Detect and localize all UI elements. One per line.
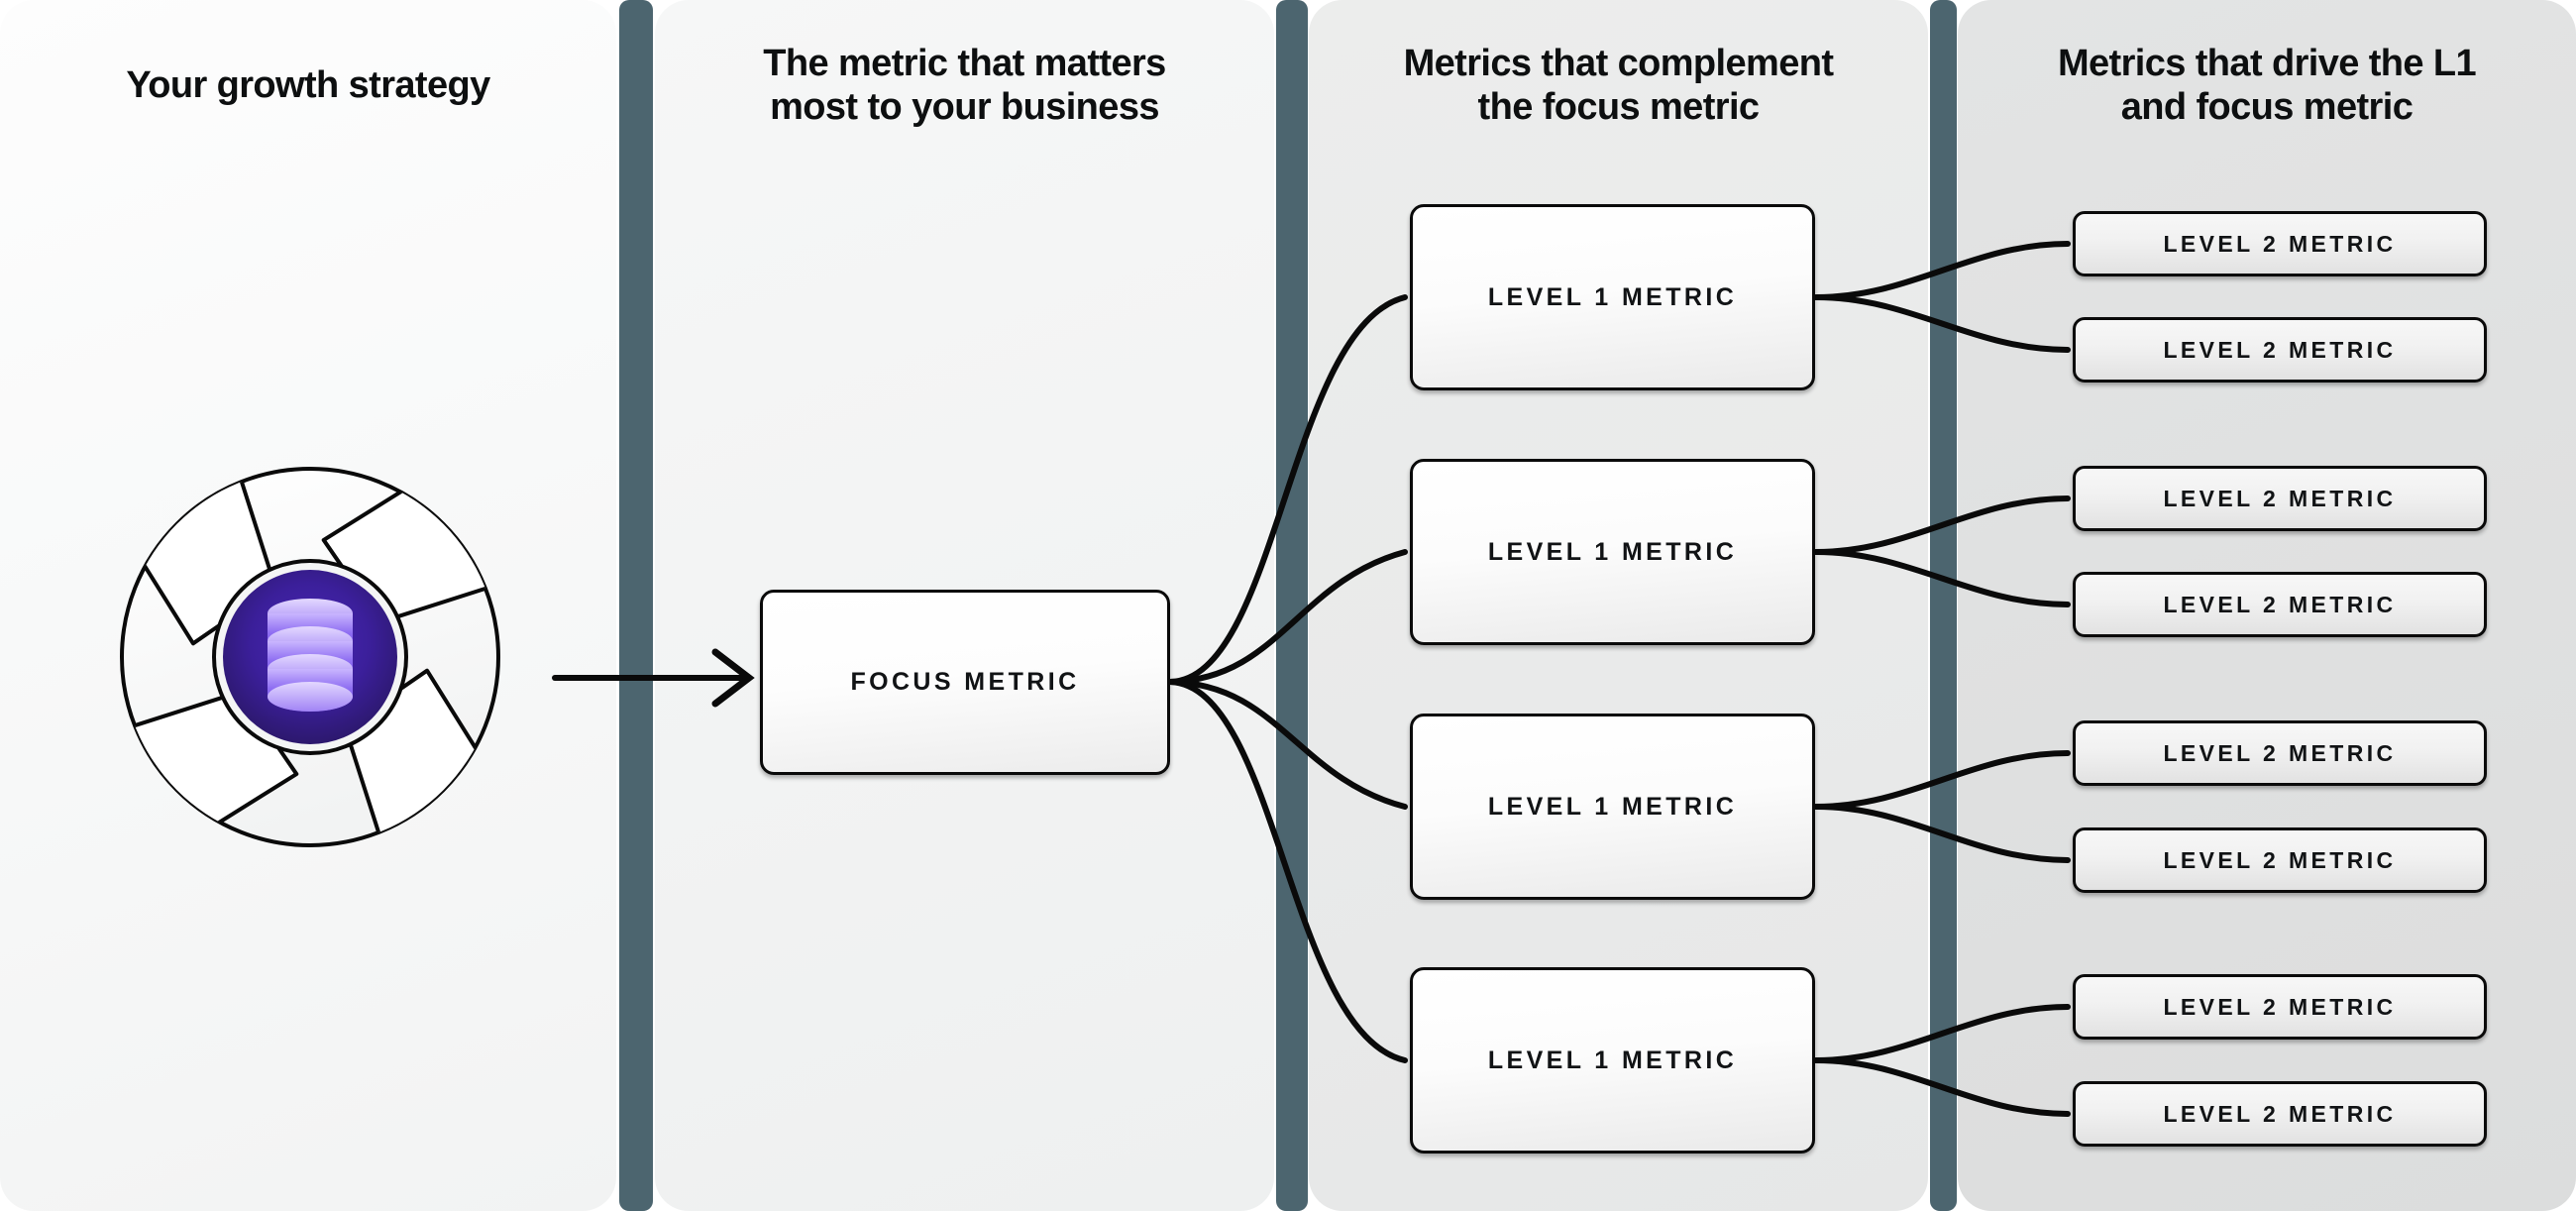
level-1-metric-label: LEVEL 1 METRIC (1487, 1046, 1738, 1074)
level-1-metric-node-1[interactable]: LEVEL 1 METRIC (1410, 204, 1815, 390)
aperture-database-logo (120, 467, 500, 847)
level-2-metric-label: LEVEL 2 METRIC (2163, 230, 2397, 257)
level-2-metric-label: LEVEL 2 METRIC (2163, 485, 2397, 511)
level-1-metric-label: LEVEL 1 METRIC (1487, 537, 1738, 566)
level-2-metric-label: LEVEL 2 METRIC (2163, 846, 2397, 873)
level-2-metric-node-1[interactable]: LEVEL 2 METRIC (2073, 211, 2487, 276)
level-2-metric-label: LEVEL 2 METRIC (2163, 591, 2397, 617)
level-2-metric-node-8[interactable]: LEVEL 2 METRIC (2073, 1081, 2487, 1147)
level-2-metric-node-3[interactable]: LEVEL 2 METRIC (2073, 466, 2487, 531)
focus-metric-label: FOCUS METRIC (850, 668, 1080, 696)
level-2-metric-node-6[interactable]: LEVEL 2 METRIC (2073, 827, 2487, 893)
level-2-metric-label: LEVEL 2 METRIC (2163, 739, 2397, 766)
level-1-metric-label: LEVEL 1 METRIC (1487, 282, 1738, 311)
level-2-metric-node-5[interactable]: LEVEL 2 METRIC (2073, 720, 2487, 786)
level-1-metric-node-3[interactable]: LEVEL 1 METRIC (1410, 714, 1815, 900)
level-2-metric-node-4[interactable]: LEVEL 2 METRIC (2073, 572, 2487, 637)
column-divider-1 (619, 0, 653, 1211)
column-divider-2 (1276, 0, 1308, 1211)
level-2-metric-label: LEVEL 2 METRIC (2163, 993, 2397, 1020)
level-2-metric-label: LEVEL 2 METRIC (2163, 336, 2397, 363)
level-2-metric-label: LEVEL 2 METRIC (2163, 1100, 2397, 1127)
level-1-metric-node-4[interactable]: LEVEL 1 METRIC (1410, 967, 1815, 1154)
column-divider-3 (1930, 0, 1957, 1211)
database-icon (268, 599, 353, 712)
level-1-metric-node-2[interactable]: LEVEL 1 METRIC (1410, 459, 1815, 645)
focus-metric-node[interactable]: FOCUS METRIC (760, 590, 1170, 775)
level-2-metric-node-7[interactable]: LEVEL 2 METRIC (2073, 974, 2487, 1040)
column-heading-strategy: Your growth strategy (126, 64, 490, 106)
level-1-metric-label: LEVEL 1 METRIC (1487, 792, 1738, 821)
level-2-metric-node-2[interactable]: LEVEL 2 METRIC (2073, 317, 2487, 383)
